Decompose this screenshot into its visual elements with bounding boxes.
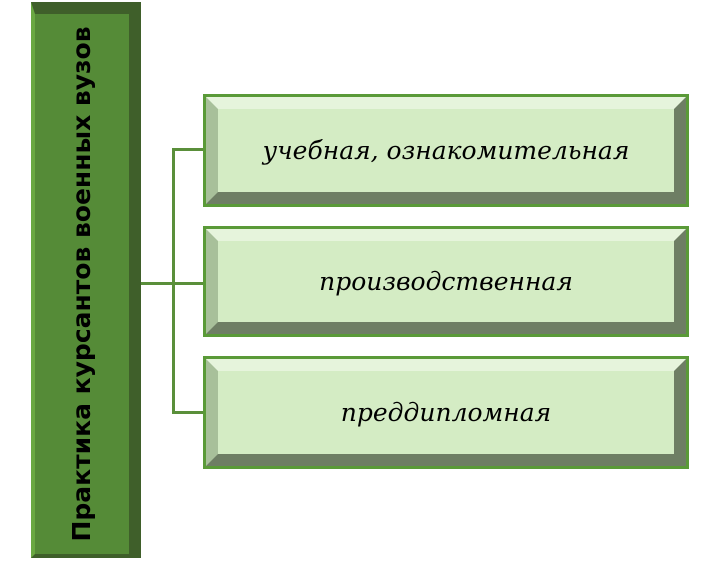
connector-line xyxy=(172,148,175,414)
connector-line xyxy=(172,148,206,151)
practice-type-box: производственная xyxy=(203,226,689,337)
practice-type-box: учебная, ознакомительная xyxy=(203,94,689,207)
practice-type-label: производственная xyxy=(319,267,573,296)
connector-line xyxy=(141,282,174,285)
practice-type-box: преддипломная xyxy=(203,356,689,469)
connector-line xyxy=(172,411,206,414)
main-category-label: Практика курсантов военных вузов xyxy=(67,26,96,542)
main-category-box: Практика курсантов военных вузов xyxy=(31,2,141,558)
practice-type-label: преддипломная xyxy=(340,398,552,427)
connector-line xyxy=(172,282,206,285)
practice-type-label: учебная, ознакомительная xyxy=(262,136,630,165)
